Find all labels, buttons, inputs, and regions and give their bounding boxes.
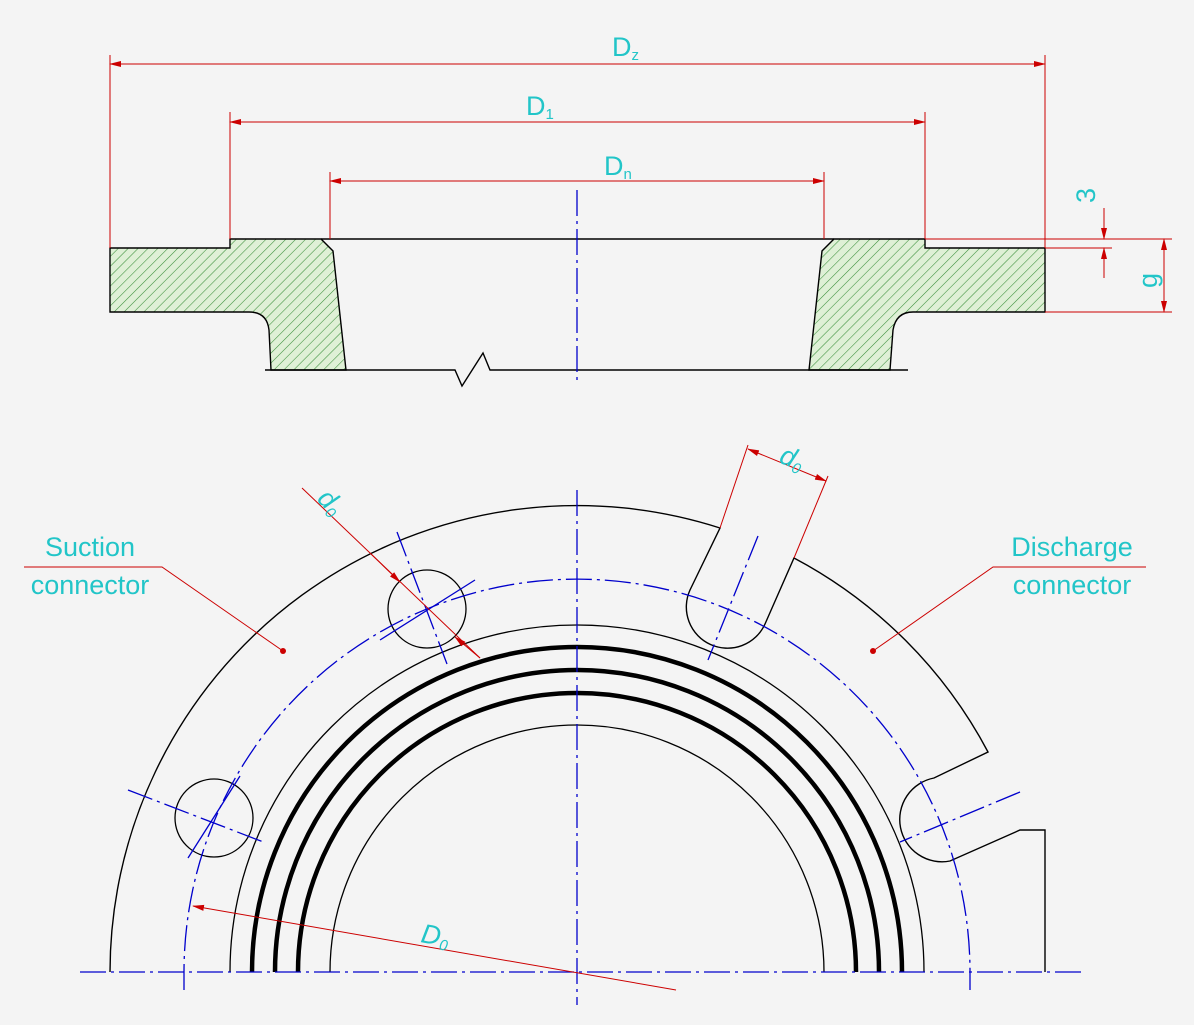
hole-axis-2b bbox=[187, 775, 241, 859]
slot-axis-right bbox=[899, 791, 1021, 843]
discharge-label-line2: connector bbox=[1013, 570, 1132, 600]
discharge-label-line1: Discharge bbox=[1011, 532, 1133, 562]
hole-axis-1a bbox=[396, 531, 448, 665]
suction-label-line2: connector bbox=[31, 570, 150, 600]
pitch-circle bbox=[183, 578, 971, 990]
pipe-break-line bbox=[265, 351, 908, 388]
suction-label-line1: Suction bbox=[45, 532, 135, 562]
dn-label: Dn bbox=[604, 151, 632, 183]
flange-section-right bbox=[808, 238, 1046, 371]
pitch-diameter-label: D0 bbox=[419, 918, 453, 954]
pitch-diameter-line bbox=[192, 904, 677, 991]
discharge-leader-dot bbox=[870, 648, 876, 654]
plan-centerlines bbox=[80, 490, 1082, 1005]
plan-view: d0 d0 D0 Suction connector Discharge con… bbox=[24, 440, 1146, 1005]
bolt-hole-left bbox=[174, 778, 254, 858]
seal-depth-label: 3 bbox=[1071, 188, 1101, 203]
suction-leader-dot bbox=[280, 648, 286, 654]
extension-lines bbox=[109, 55, 1172, 313]
hole-axis-1b bbox=[379, 579, 476, 641]
thickness-label: g bbox=[1133, 273, 1163, 288]
slot-width-label: d0 bbox=[775, 440, 809, 479]
discharge-leader bbox=[872, 566, 1146, 652]
hole-diameter-label: d0 bbox=[310, 483, 350, 523]
flange-outer-contour bbox=[109, 504, 1046, 973]
suction-leader bbox=[24, 566, 284, 652]
hole-diameter-arrow-2 bbox=[454, 636, 481, 659]
hole-diameter-arrow-1 bbox=[369, 552, 401, 583]
slot-width-dimension bbox=[719, 444, 829, 559]
bolt-hole-upper-left bbox=[387, 569, 467, 649]
dz-label: Dz bbox=[612, 32, 639, 64]
slot-axis-top bbox=[707, 535, 759, 661]
section-view: Dz D1 Dn 3 g bbox=[109, 32, 1172, 388]
d1-label: D1 bbox=[526, 91, 554, 123]
flange-section-left bbox=[109, 238, 347, 371]
hole-axis-2a bbox=[127, 789, 267, 844]
